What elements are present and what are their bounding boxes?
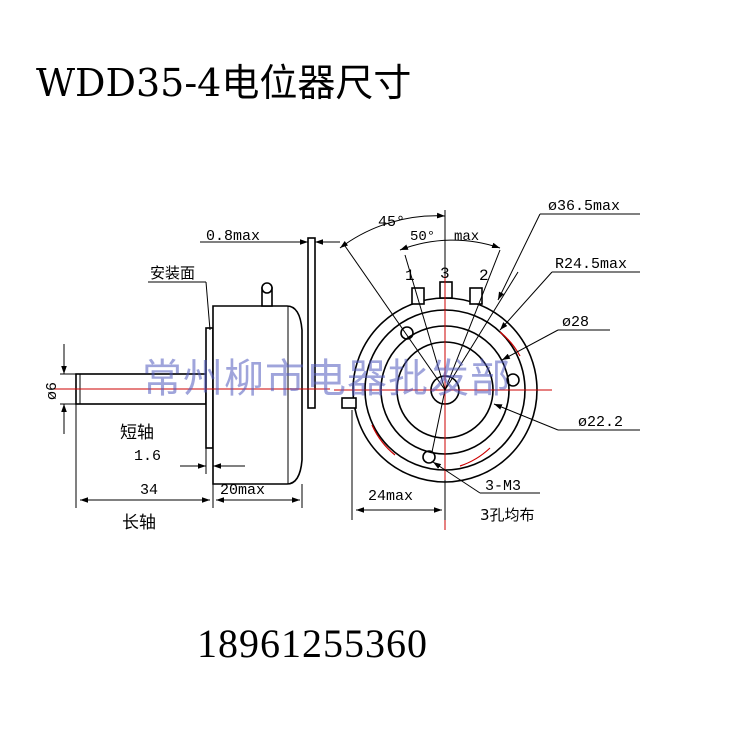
rear-plate	[307, 237, 316, 409]
label-max: max	[454, 229, 479, 245]
label-terminal-3: 3	[440, 265, 450, 283]
side-view	[50, 237, 340, 508]
label-24max: 24max	[368, 488, 413, 505]
mounting-hole-2	[422, 450, 436, 464]
terminal-1-tab	[411, 287, 425, 305]
label-20max: 20max	[220, 482, 265, 499]
label-dia-28: ø28	[562, 314, 589, 331]
mounting-hole-3	[506, 373, 520, 387]
label-terminal-1: 1	[405, 267, 415, 285]
label-50-deg: 50°	[410, 229, 435, 245]
label-terminal-2: 2	[479, 267, 489, 285]
label-shaft-dia: ø6	[44, 382, 61, 400]
terminal-3-tab	[439, 281, 453, 299]
label-dia-36-5: ø36.5max	[548, 198, 620, 215]
label-gap: 0.8max	[206, 228, 260, 245]
label-mount-face: 安装面	[150, 264, 195, 282]
pot-body	[212, 305, 303, 485]
watermark: 常州柳市电器批发部	[142, 356, 511, 402]
label-holes: 3孔均布	[480, 506, 535, 524]
label-34: 34	[140, 482, 158, 499]
page-title: WDD35-4电位器尺寸	[36, 61, 412, 105]
phone-number: 18961255360	[197, 621, 428, 666]
label-1-6: 1.6	[134, 448, 161, 465]
label-45-deg: 45°	[378, 214, 405, 231]
label-r-24-5: R24.5max	[555, 256, 627, 273]
label-long-shaft: 长轴	[122, 513, 156, 533]
label-dia-22-2: ø22.2	[578, 414, 623, 431]
front-view	[334, 210, 640, 530]
mounting-hole-1	[400, 326, 414, 340]
label-short-shaft: 短轴	[120, 423, 154, 443]
label-screw: 3-M3	[485, 478, 521, 495]
